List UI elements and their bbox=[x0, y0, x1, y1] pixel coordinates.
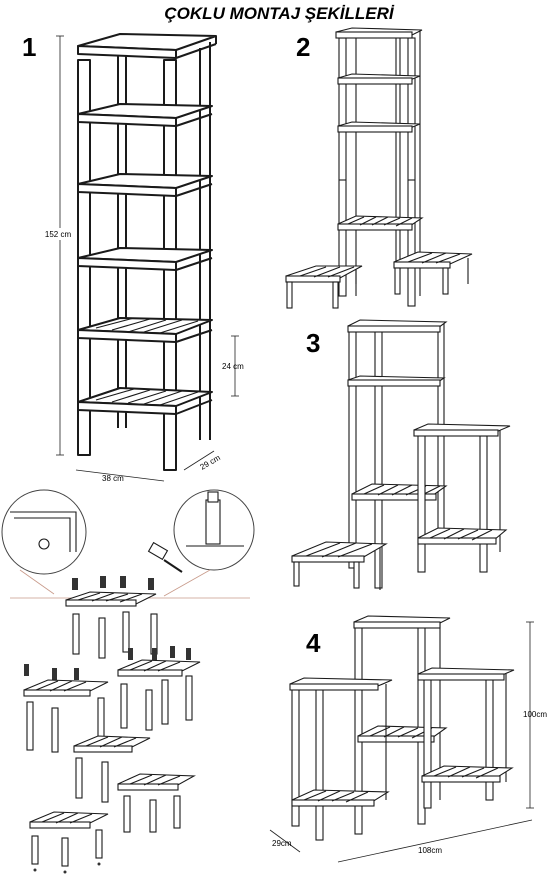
config-4-width-label: 108cm bbox=[418, 846, 442, 855]
config-4-depth-dimension: 29cm bbox=[269, 829, 301, 853]
config-1-number: 1 bbox=[22, 32, 36, 62]
zoom-detail-left bbox=[1, 489, 87, 575]
assembly-detail bbox=[1, 489, 255, 874]
config-1-gap-label: 24 cm bbox=[222, 362, 244, 371]
config-1-shelf bbox=[77, 33, 217, 59]
screw-icon bbox=[38, 538, 50, 550]
config-1-height-label: 152 cm bbox=[45, 230, 72, 239]
config-4-depth-label: 29cm bbox=[272, 839, 292, 848]
config-1-width-label: 38 cm bbox=[102, 474, 124, 483]
config-4-height-dimension: 100cm bbox=[523, 621, 547, 809]
config-4-number: 4 bbox=[306, 628, 321, 658]
config-1: 1 152 cm 24 cm 38 cm 29 cm bbox=[22, 32, 244, 483]
config-1-gap-dimension: 24 cm bbox=[222, 335, 244, 397]
page-title: ÇOKLU MONTAJ ŞEKİLLERİ bbox=[164, 4, 394, 23]
config-4-width-dimension: 108cm bbox=[337, 819, 533, 863]
mallet-icon bbox=[147, 541, 183, 573]
config-4-height-label: 100cm bbox=[523, 710, 547, 719]
config-3: 3 bbox=[291, 319, 511, 590]
config-1-width-dimension: 38 cm bbox=[75, 469, 165, 483]
config-4: 4 bbox=[269, 615, 547, 863]
config-2: 2 bbox=[285, 27, 473, 309]
config-3-number: 3 bbox=[306, 328, 320, 358]
config-1-depth-label: 29 cm bbox=[199, 453, 223, 472]
config-2-number: 2 bbox=[296, 32, 310, 62]
config-1-depth-dimension: 29 cm bbox=[183, 450, 223, 472]
config-1-height-dimension: 152 cm bbox=[40, 35, 80, 456]
